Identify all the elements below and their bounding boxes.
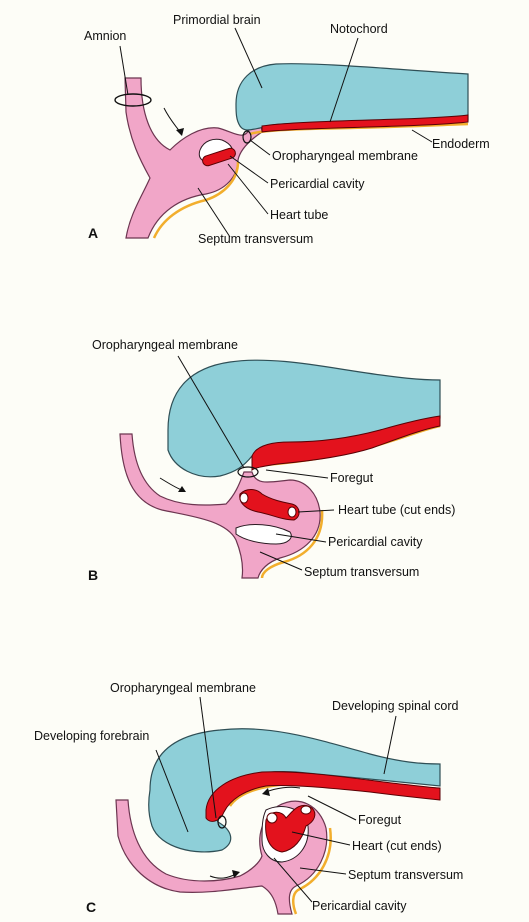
fold-arrowhead-b [178,486,186,492]
label-heart-tube-b: Heart tube (cut ends) [338,503,455,517]
label-septum-b: Septum transversum [304,565,419,579]
fold-arrow-a [163,107,181,133]
heart-c [265,804,316,853]
heart-cut-end-b1 [239,492,249,504]
heart-cut-end-b2 [287,506,297,518]
label-septum-c: Septum transversum [348,868,463,882]
heart-cut-end-c1 [266,812,278,824]
label-notochord: Notochord [330,22,388,36]
leader-septum-c [299,867,347,875]
label-oropharyngeal-a: Oropharyngeal membrane [272,149,418,163]
fold-arrow-b [159,477,183,491]
amnion-ring [114,93,152,107]
pink-mesoderm-a [124,77,263,239]
leader-foregut-c [307,795,357,821]
label-foregut-c: Foregut [358,813,402,827]
label-amnion: Amnion [84,29,126,43]
leader-septum-a [197,187,231,238]
panel-letter-c: C [86,899,96,915]
notochord-bar-b [251,415,441,472]
leader-heart-tube-b [297,509,335,513]
leader-heart-c [291,831,351,846]
leader-pericardial-b [275,533,327,543]
leader-heart-tube-a [227,163,269,215]
label-forebrain: Developing forebrain [34,729,149,743]
label-foregut-b: Foregut [330,471,374,485]
label-pericardial-b: Pericardial cavity [328,535,423,549]
label-pericardial-c: Pericardial cavity [312,899,407,913]
heart-tube-b [239,489,300,521]
label-septum-a: Septum transversum [198,232,313,246]
leader-oropharyngeal-c [199,696,217,819]
foregut-arrow-c [265,786,301,793]
leader-endoderm [411,129,433,143]
foregut-arrowhead-c [262,788,270,796]
leader-foregut-b [265,469,329,479]
leader-forebrain [155,749,189,833]
label-heart-tube-a: Heart tube [270,208,328,222]
leader-pericardial-a [229,155,269,184]
label-endoderm: Endoderm [432,137,490,151]
notochord-bar-c [205,771,441,822]
leader-notochord [329,37,359,123]
heart-tube-a [202,147,236,167]
panel-b: Oropharyngeal membrane Foregut Heart tub… [88,338,455,583]
fold-arrowhead-a [176,128,184,136]
leader-septum-b [259,551,303,571]
leader-amnion [119,45,129,96]
label-oropharyngeal-b: Oropharyngeal membrane [92,338,238,352]
oropharyngeal-membrane-ring-b [237,466,259,478]
panel-a: Amnion Primordial brain Notochord Endode… [84,13,490,246]
label-spinal-cord: Developing spinal cord [332,699,459,713]
panel-letter-b: B [88,567,98,583]
leader-oropharyngeal-b [177,355,245,469]
notochord-bar-a [261,114,469,133]
oropharyngeal-membrane-ring-a [242,130,252,144]
label-oropharyngeal-c: Oropharyngeal membrane [110,681,256,695]
panel-letter-a: A [88,225,98,241]
heart-cut-end-c2 [300,805,312,815]
leader-pericardial-c [273,857,313,903]
label-heart-c: Heart (cut ends) [352,839,442,853]
leader-spinal-cord [383,715,397,775]
panel-c: Oropharyngeal membrane Developing spinal… [34,681,463,915]
fold-arrowhead-c [232,870,240,878]
leader-primordial-brain [234,27,263,89]
label-pericardial-a: Pericardial cavity [270,177,365,191]
label-primordial-brain: Primordial brain [173,13,261,27]
pericardial-cavity-b [235,524,292,545]
leader-oropharyngeal-a [249,139,271,156]
oropharyngeal-membrane-ring-c [217,815,227,829]
